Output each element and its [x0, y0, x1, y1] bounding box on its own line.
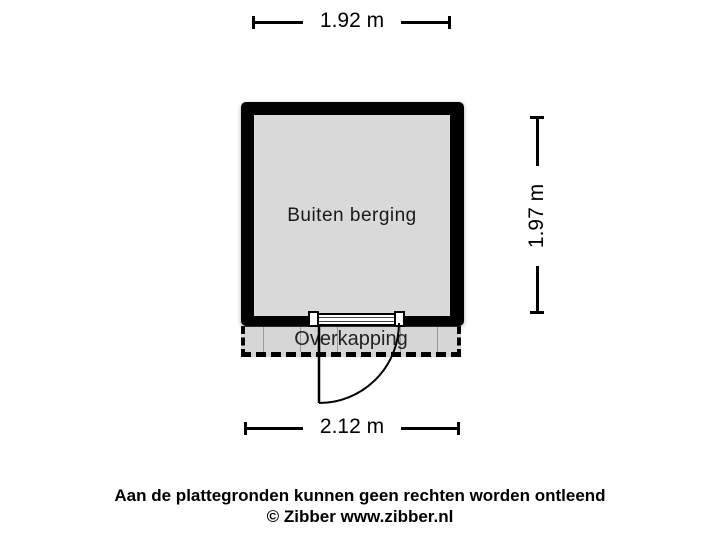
canopy-divider: [437, 327, 438, 352]
door-jamb-right: [394, 311, 405, 327]
dimension-cap: [252, 16, 255, 29]
dimension-label-bottom: 2.12 m: [303, 413, 401, 441]
room-label: Buiten berging: [287, 204, 417, 226]
footer-copyright: © Zibber www.zibber.nl: [266, 507, 454, 526]
dimension-label-right: 1.97 m: [522, 166, 552, 266]
canopy-area: Overkapping: [241, 326, 461, 357]
canopy-divider: [400, 327, 401, 352]
dimension-cap: [448, 16, 451, 29]
dimension-label-top: 1.92 m: [303, 7, 401, 35]
threshold-line: [311, 321, 403, 322]
dimension-value-top: 1.92 m: [319, 9, 385, 32]
footer-disclaimer: Aan de plattegronden kunnen geen rechten…: [114, 486, 606, 505]
dimension-value-bottom: 2.12 m: [319, 415, 385, 438]
dimension-cap: [530, 311, 544, 314]
room-floor: Buiten berging: [254, 115, 450, 316]
dimension-cap: [530, 116, 544, 119]
canopy-divider: [300, 327, 301, 352]
door-jamb-left: [308, 311, 319, 327]
dimension-value-right: 1.97 m: [525, 183, 549, 249]
threshold-line: [311, 317, 403, 318]
dimension-cap: [457, 422, 460, 435]
door-threshold: [311, 313, 403, 326]
canopy-label: Overkapping: [294, 328, 408, 350]
canopy-divider: [263, 327, 264, 352]
dimension-cap: [244, 422, 247, 435]
